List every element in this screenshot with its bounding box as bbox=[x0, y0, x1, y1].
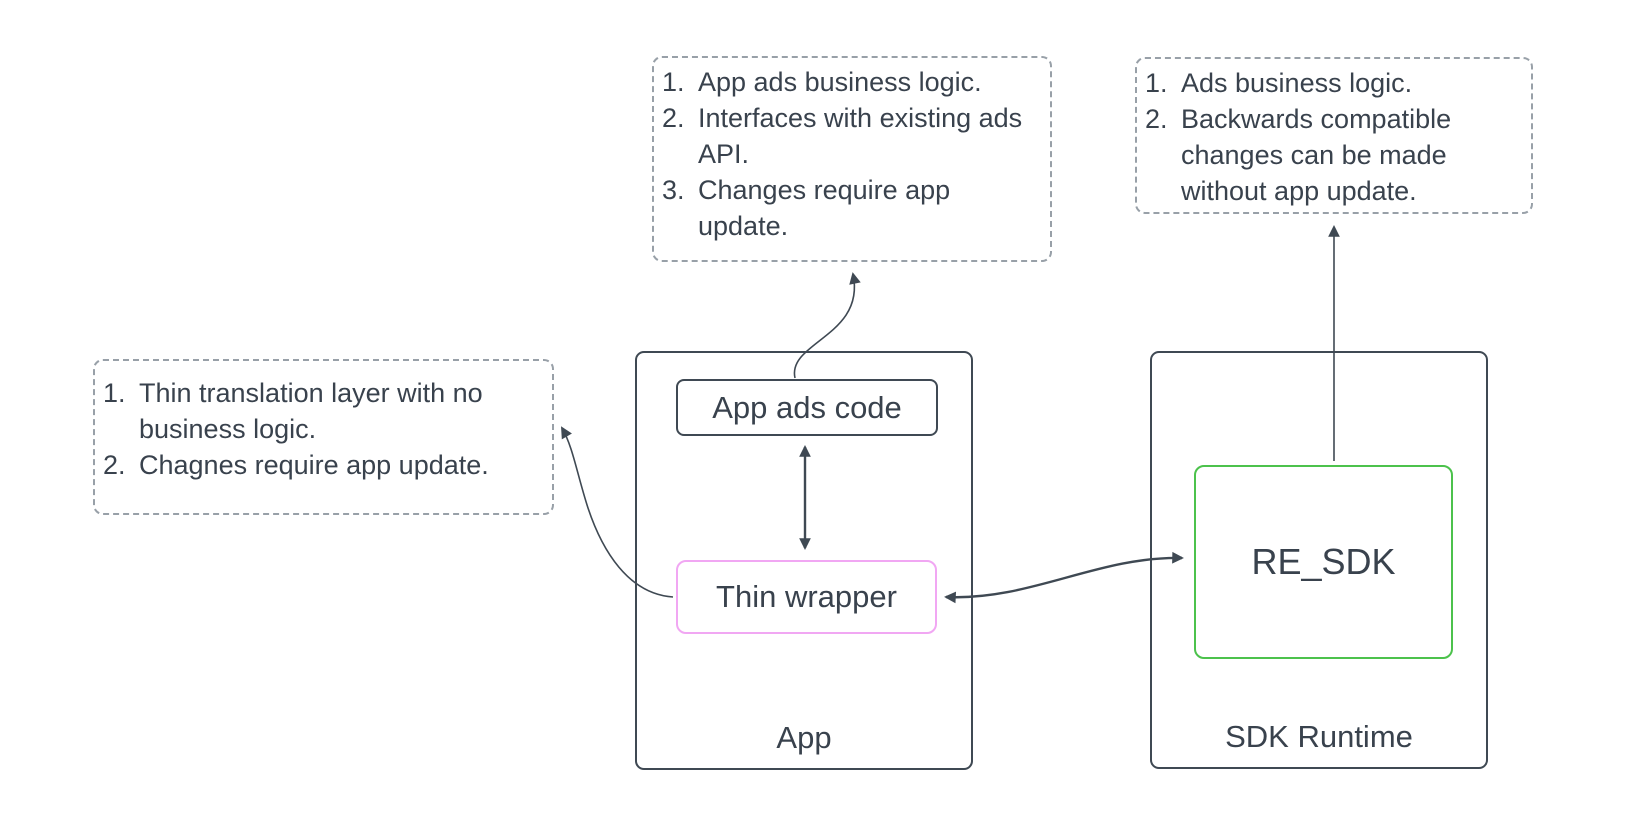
app-ads-code-label: App ads code bbox=[712, 389, 902, 425]
list-item: 2. Chagnes require app update. bbox=[103, 447, 544, 483]
sdk-runtime-container-label: SDK Runtime bbox=[1225, 719, 1413, 754]
list-item: 1. Ads business logic. bbox=[1145, 65, 1523, 101]
connector-thinwrapper-resdk bbox=[944, 551, 1184, 604]
list-item-text: Chagnes require app update. bbox=[139, 450, 489, 480]
note-app-ads-list: 1. App ads business logic. 2. Interfaces… bbox=[662, 64, 1042, 244]
app-container-label: App bbox=[776, 720, 832, 755]
list-item-number: 3. bbox=[662, 175, 685, 205]
list-item-text: Interfaces with existing ads API. bbox=[698, 103, 1023, 169]
list-item-number: 1. bbox=[103, 378, 126, 408]
list-item-number: 2. bbox=[103, 450, 126, 480]
list-item: 2. Interfaces with existing ads API. bbox=[662, 100, 1042, 172]
note-app-ads-code: 1. App ads business logic. 2. Interfaces… bbox=[652, 56, 1052, 262]
note-thin-wrapper: 1. Thin translation layer with no busine… bbox=[93, 359, 554, 515]
re-sdk-box: RE_SDK bbox=[1194, 465, 1453, 659]
list-item: 1. Thin translation layer with no busine… bbox=[103, 375, 544, 447]
list-item-number: 2. bbox=[1145, 104, 1168, 134]
list-item-text: Thin translation layer with no business … bbox=[139, 378, 483, 444]
note-sdk-runtime: 1. Ads business logic. 2. Backwards comp… bbox=[1135, 57, 1533, 214]
list-item: 2. Backwards compatible changes can be m… bbox=[1145, 101, 1523, 209]
re-sdk-label: RE_SDK bbox=[1251, 541, 1396, 582]
note-sdk-list: 1. Ads business logic. 2. Backwards comp… bbox=[1145, 65, 1523, 209]
list-item-number: 1. bbox=[1145, 68, 1168, 98]
list-item-text: Ads business logic. bbox=[1181, 68, 1413, 98]
list-item-text: App ads business logic. bbox=[698, 67, 982, 97]
list-item: 3. Changes require app update. bbox=[662, 172, 1042, 244]
thin-wrapper-box: Thin wrapper bbox=[676, 560, 937, 634]
app-ads-code-box: App ads code bbox=[676, 379, 938, 436]
note-wrapper-list: 1. Thin translation layer with no busine… bbox=[103, 375, 544, 483]
list-item-number: 2. bbox=[662, 103, 685, 133]
list-item-text: Changes require app update. bbox=[698, 175, 951, 241]
sdk-runtime-container: RE_SDK SDK Runtime bbox=[1150, 351, 1488, 769]
thin-wrapper-label: Thin wrapper bbox=[716, 579, 897, 614]
list-item-text: Backwards compatible changes can be made… bbox=[1181, 104, 1452, 206]
list-item-number: 1. bbox=[662, 67, 685, 97]
list-item: 1. App ads business logic. bbox=[662, 64, 1042, 100]
app-container: App ads code Thin wrapper App bbox=[635, 351, 973, 770]
